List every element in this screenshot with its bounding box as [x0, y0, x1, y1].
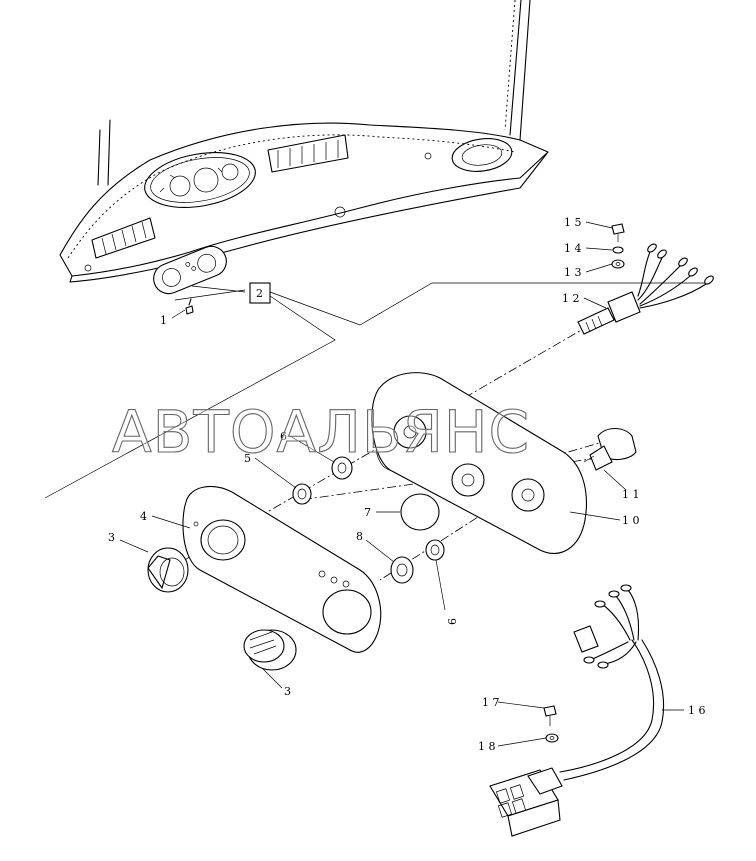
assembly-leaders — [44, 282, 705, 499]
callout-17: 1 7 — [482, 696, 500, 709]
callout-1: 1 — [160, 314, 167, 327]
callout-2-box — [249, 282, 271, 304]
callout-12: 1 2 — [562, 292, 580, 305]
nut-18 — [545, 733, 559, 743]
plug-7 — [400, 493, 440, 531]
callout-leaders — [119, 221, 684, 747]
callout-11: 1 1 — [622, 488, 640, 501]
callout-2: 2 — [256, 287, 263, 300]
switch-11 — [583, 427, 637, 471]
watermark: АВТОАЛЬЯНС — [112, 398, 530, 466]
callout-7: 7 — [364, 506, 371, 519]
knob-upper — [147, 547, 189, 593]
callout-15: 1 5 — [564, 216, 582, 229]
callout-3-upper: 3 — [108, 531, 115, 544]
front-plate — [182, 486, 382, 653]
washer-14 — [612, 246, 624, 254]
washer-6 — [331, 456, 353, 480]
nut-13 — [611, 259, 625, 269]
harness-16 — [489, 584, 665, 837]
callout-18: 1 8 — [478, 740, 496, 753]
washer-9 — [425, 539, 445, 561]
callout-6: 6 — [280, 430, 287, 443]
cab-dashboard — [59, 0, 549, 315]
bushing-8 — [390, 556, 414, 584]
callout-9: 9 — [445, 618, 458, 625]
callout-5: 5 — [244, 452, 251, 465]
callout-4: 4 — [140, 510, 147, 523]
callout-3-lower: 3 — [284, 685, 291, 698]
switch-12 — [577, 243, 714, 335]
knob-lower — [243, 629, 297, 671]
callout-16: 1 6 — [688, 704, 706, 717]
screw-15 — [611, 223, 625, 242]
callout-10: 1 0 — [622, 514, 640, 527]
callout-labels: 1 2 3 3 4 5 6 7 8 9 1 0 1 1 1 2 1 3 1 4 … — [108, 216, 706, 753]
callout-8: 8 — [356, 530, 363, 543]
bushing-5 — [292, 483, 312, 505]
rear-plate — [371, 372, 587, 555]
screw-17 — [543, 705, 557, 726]
callout-14: 1 4 — [564, 242, 582, 255]
callout-13: 1 3 — [564, 266, 582, 279]
